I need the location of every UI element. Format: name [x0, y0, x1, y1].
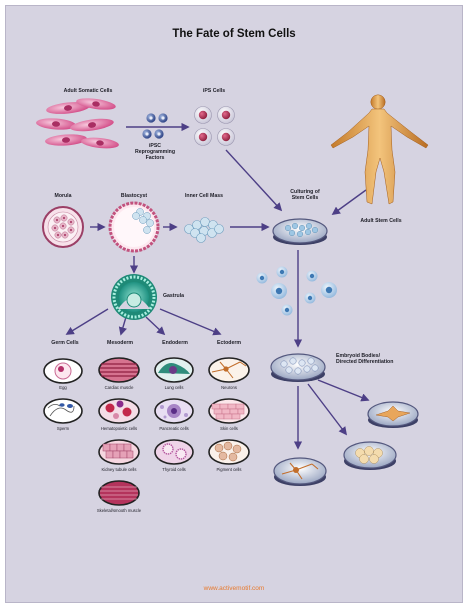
differentiated-dish-2-illustration	[343, 441, 397, 470]
heading-mesoderm: Mesoderm	[107, 340, 133, 346]
kidney-tubule-cells-illustration	[98, 439, 140, 465]
blastocyst-illustration	[108, 201, 160, 253]
differentiated-dish-1-illustration	[367, 401, 419, 428]
page-title: The Fate of Stem Cells	[172, 28, 296, 40]
hematopoietic-cells-illustration	[98, 398, 140, 424]
gastrula-illustration	[111, 274, 157, 320]
caption-sperm: Sperm	[56, 426, 70, 431]
label-morula: Morula	[54, 193, 72, 199]
adult-somatic-cells-illustration	[36, 98, 119, 149]
caption-cardiac-muscle: Cardiac muscle	[104, 385, 134, 390]
neurons-illustration	[208, 357, 250, 383]
floating-stem-cells-illustration	[256, 266, 337, 316]
reprogramming-factors-illustration	[142, 113, 168, 139]
label-inner-cell-mass: Inner Cell Mass	[184, 193, 224, 199]
label-culturing-of-stem-cells: Culturing of Stem Cells	[290, 189, 320, 201]
heading-endoderm: Endoderm	[162, 340, 188, 346]
pigment-cells-illustration	[208, 439, 250, 465]
morula-illustration	[42, 206, 84, 248]
caption-egg: Egg	[59, 385, 67, 390]
label-ipsc-reprogramming-factors: iPSC Reprogramming Factors	[134, 143, 176, 161]
label-gastrula: Gastrula	[163, 293, 185, 299]
label-ips-cells: iPS Cells	[202, 88, 226, 94]
skin-cells-illustration	[208, 398, 250, 424]
thyroid-cells-illustration	[154, 439, 194, 465]
caption-hematopoietic-cells: Hematopoietic cells	[100, 426, 138, 431]
culture-dish-illustration	[272, 218, 328, 245]
arrow-ips-to-culture	[225, 149, 283, 212]
differentiated-dish-3-illustration	[273, 457, 327, 486]
caption-skeletal-smooth-muscle: Skeletal/smooth muscle	[96, 508, 142, 513]
ips-cells-illustration	[194, 106, 235, 146]
arrow-gastrula-to-endoderm	[145, 316, 166, 336]
sperm-cell-illustration	[43, 398, 83, 424]
caption-thyroid-cells: Thyroid cells	[162, 467, 186, 472]
caption-kidney-tubule-cells: Kidney tubule cells	[101, 467, 137, 472]
arrow-embryoid-to-dish2	[307, 383, 348, 436]
cardiac-muscle-illustration	[98, 357, 140, 383]
arrow-embryoid-to-dish1	[317, 379, 370, 402]
arrow-gastrula-to-ectoderm	[159, 308, 222, 336]
lung-cells-illustration	[154, 357, 194, 383]
caption-neurons: Neurons	[221, 385, 237, 390]
heading-germ-cells: Germ Cells	[51, 340, 79, 346]
heading-ectoderm: Ectoderm	[217, 340, 241, 346]
embryoid-bodies-dish-illustration	[270, 353, 326, 382]
caption-pigment-cells: Pigment cells	[216, 467, 242, 472]
label-adult-somatic-cells: Adult Somatic Cells	[63, 88, 113, 94]
inner-cell-mass-illustration	[184, 217, 224, 243]
label-adult-stem-cells: Adult Stem Cells	[360, 218, 402, 224]
label-blastocyst: Blastocyst	[120, 193, 148, 199]
egg-cell-illustration	[43, 358, 83, 384]
human-figure-illustration	[330, 94, 429, 205]
caption-lung-cells: Lung cells	[164, 385, 184, 390]
skeletal-smooth-muscle-illustration	[98, 480, 140, 506]
pancreatic-cells-illustration	[154, 398, 194, 424]
arrow-gastrula-to-germ	[65, 308, 109, 335]
footer-website-link[interactable]: www.activemotif.com	[203, 585, 265, 592]
label-embryoid-bodies: Embryoid Bodies/ Directed Differentiatio…	[336, 353, 394, 365]
arrows	[65, 122, 370, 450]
caption-skin-cells: Skin cells	[220, 426, 238, 431]
arrow-gastrula-to-mesoderm	[118, 316, 127, 336]
arrow-adult-to-culture	[331, 189, 367, 215]
caption-pancreatic-cells: Pancreatic cells	[159, 426, 189, 431]
